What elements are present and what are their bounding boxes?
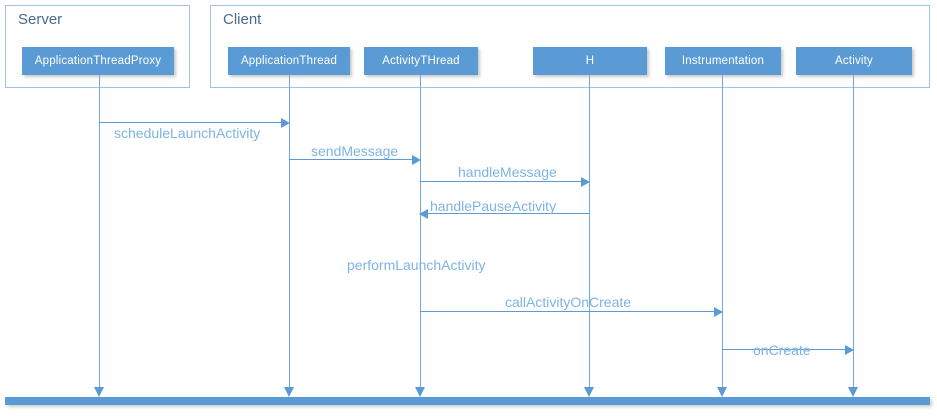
lifeline-application-thread-proxy (99, 75, 100, 389)
message-arrow-handle-message (581, 177, 590, 187)
message-line-call-activity-on-create (420, 311, 715, 312)
message-label-call-activity-on-create: callActivityOnCreate (505, 294, 632, 310)
message-label-on-create: onCreate (753, 342, 811, 358)
lifeline-end-arrow-instrumentation (717, 387, 727, 397)
participant-instrumentation[interactable]: Instrumentation (665, 47, 781, 75)
message-label-perform-launch-activity: performLaunchActivity (347, 257, 486, 273)
lifeline-end-arrow-application-thread (284, 387, 294, 397)
message-line-schedule-launch-activity (99, 122, 282, 123)
message-label-handle-pause-activity: handlePauseActivity (430, 198, 557, 214)
participant-label: ApplicationThread (240, 55, 338, 67)
participant-label: Activity (834, 55, 874, 67)
group-title-client: Client (223, 11, 262, 28)
group-box-server (5, 5, 190, 88)
participant-label: ActivityTHread (382, 55, 460, 67)
participant-h[interactable]: H (533, 47, 647, 75)
message-arrow-call-activity-on-create (714, 307, 723, 317)
lifeline-h (589, 75, 590, 389)
participant-label: Instrumentation (681, 55, 765, 67)
lifeline-instrumentation (722, 75, 723, 389)
participant-application-thread-proxy[interactable]: ApplicationThreadProxy (22, 47, 174, 75)
diagram-bottom-bar (5, 397, 930, 405)
participant-application-thread[interactable]: ApplicationThread (228, 47, 350, 75)
message-arrow-on-create (845, 345, 854, 355)
lifeline-end-arrow-h (584, 387, 594, 397)
message-label-schedule-launch-activity: scheduleLaunchActivity (114, 125, 261, 141)
group-title-server: Server (18, 11, 63, 28)
lifeline-end-arrow-activity (848, 387, 858, 397)
participant-activity[interactable]: Activity (796, 47, 912, 75)
message-arrow-send-message (412, 155, 421, 165)
group-box-client (210, 5, 930, 88)
message-line-on-create (722, 349, 846, 350)
lifeline-activity-thread (420, 75, 421, 389)
message-label-handle-message: handleMessage (458, 164, 557, 180)
message-arrow-schedule-launch-activity (281, 118, 290, 128)
lifeline-application-thread (289, 75, 290, 389)
message-label-send-message: sendMessage (311, 143, 399, 159)
participant-activity-thread[interactable]: ActivityTHread (364, 47, 478, 75)
message-line-handle-pause-activity (428, 213, 589, 214)
message-line-send-message (289, 159, 413, 160)
lifeline-end-arrow-activity-thread (415, 387, 425, 397)
message-line-handle-message (420, 181, 582, 182)
participant-label: ApplicationThreadProxy (34, 55, 162, 67)
lifeline-end-arrow-application-thread-proxy (94, 387, 104, 397)
participant-label: H (585, 55, 595, 67)
lifeline-activity (853, 75, 854, 389)
message-arrow-handle-pause-activity (419, 209, 428, 219)
